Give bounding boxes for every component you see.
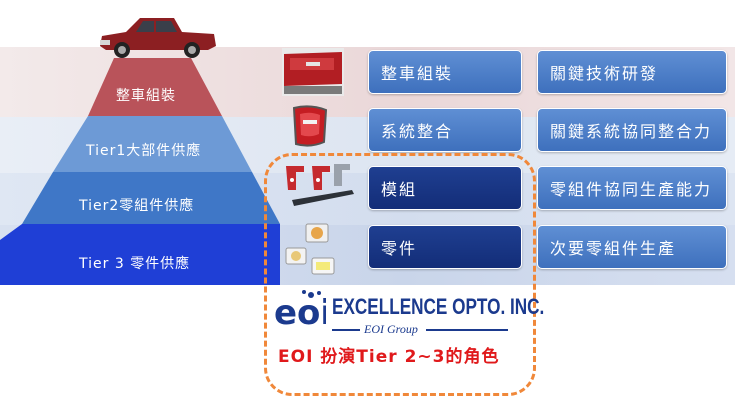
company-name: EXCELLENCE OPTO. INC. bbox=[332, 294, 545, 319]
pyramid-level-tier1 bbox=[53, 116, 252, 172]
role-box-system-integration: 系統整合 bbox=[368, 108, 522, 152]
role-box-assembly: 整車組裝 bbox=[368, 50, 522, 94]
led-chips-image bbox=[285, 223, 335, 275]
eoi-role-caption: EOI 扮演Tier 2~3的角色 bbox=[278, 347, 500, 367]
pyramid-level-tier3 bbox=[0, 224, 280, 285]
pyramid-level-tier2 bbox=[22, 172, 280, 224]
tail-light-image bbox=[292, 105, 328, 147]
supply-chain-pyramid bbox=[0, 58, 280, 285]
pyramid-level-assembly bbox=[88, 58, 222, 116]
pyramid-label-tier3: Tier 3 零件供應 bbox=[79, 256, 191, 272]
company-sub-rule-left bbox=[332, 329, 360, 331]
role-box-part: 零件 bbox=[368, 225, 522, 269]
pyramid-label-assembly: 整車組裝 bbox=[116, 88, 176, 104]
role-box-module: 模組 bbox=[368, 166, 522, 210]
capability-box-system-integration: 關鍵系統協同整合力 bbox=[537, 108, 727, 152]
capability-box-component-production: 零組件協同生產能力 bbox=[537, 166, 727, 210]
pyramid-label-tier1: Tier1大部件供應 bbox=[86, 143, 202, 159]
capability-box-key-tech: 關鍵技術研發 bbox=[537, 50, 727, 94]
eoi-highlight-frame bbox=[264, 153, 536, 396]
eoi-logo: eoi bbox=[274, 290, 326, 330]
company-group-label: EOI Group bbox=[364, 322, 418, 336]
eoi-logo-text: eoi bbox=[274, 293, 326, 330]
pickup-truck-image bbox=[100, 18, 216, 58]
company-sub-rule-right bbox=[426, 329, 508, 331]
pyramid-label-tier2: Tier2零組件供應 bbox=[79, 198, 195, 214]
truck-tailgate-image bbox=[282, 48, 344, 96]
capability-box-minor-component: 次要零組件生產 bbox=[537, 225, 727, 269]
